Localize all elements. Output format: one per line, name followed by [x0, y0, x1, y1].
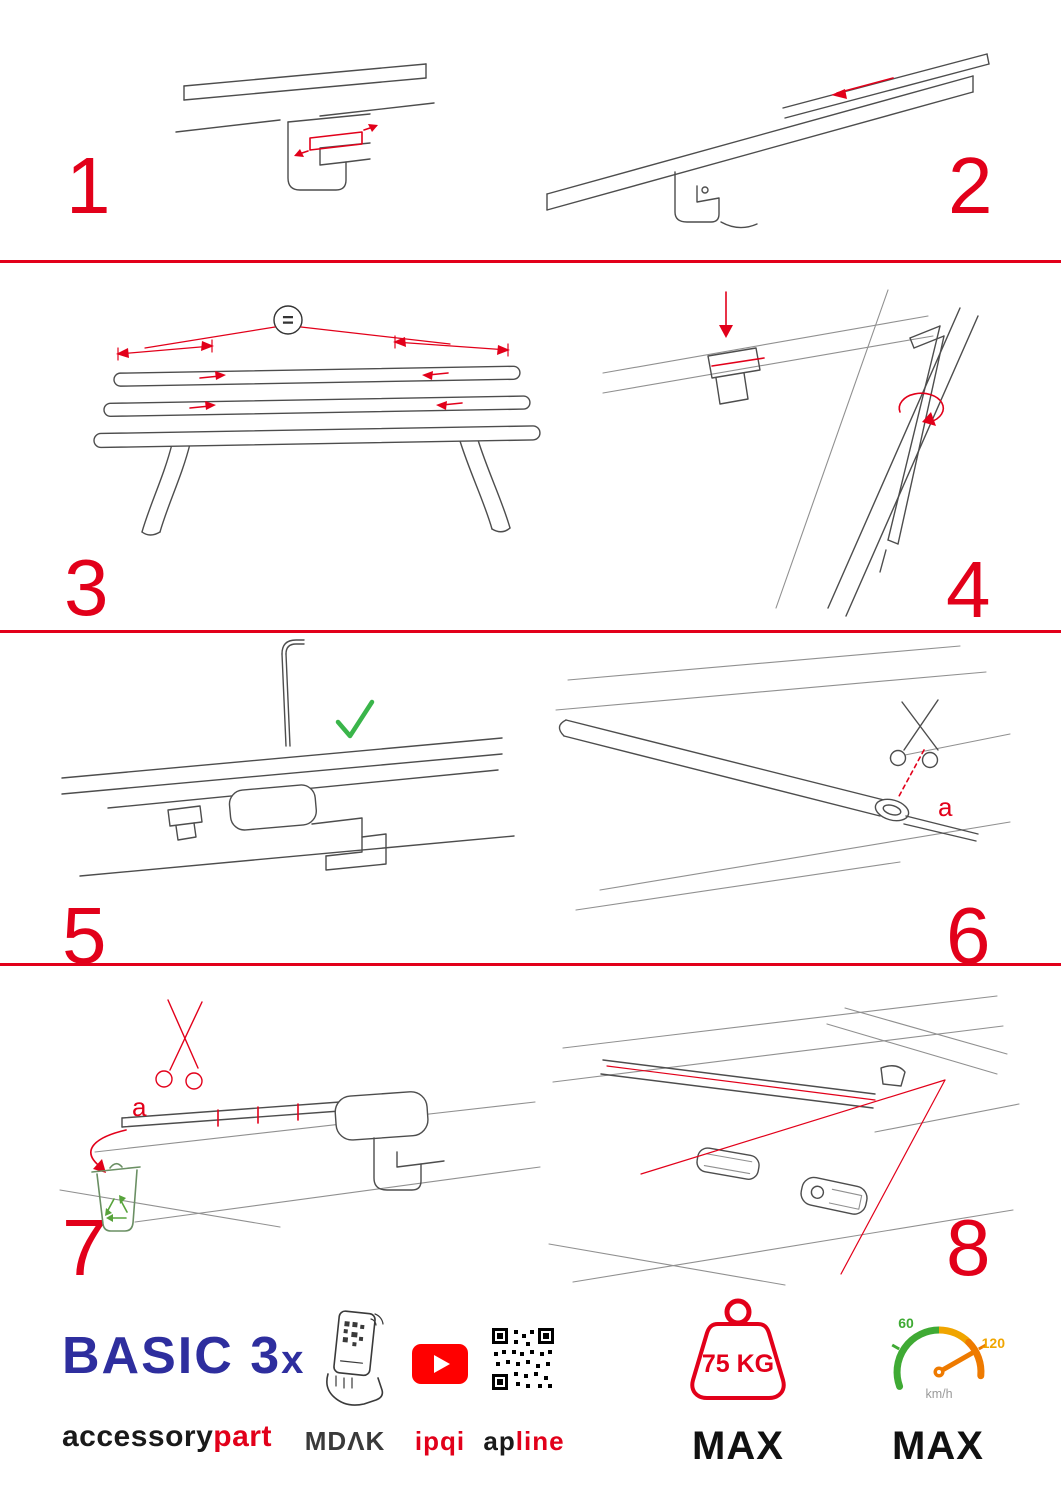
brand-part-red: part	[213, 1420, 272, 1453]
partner-apline-label: apline	[478, 1426, 570, 1457]
bar-slide-drawing	[546, 53, 990, 229]
step-4-number: 4	[946, 545, 991, 634]
qr-code-icon	[490, 1326, 556, 1392]
centering-arrows	[189, 371, 463, 410]
equals-symbol: =	[282, 310, 294, 332]
step-1-illustration	[175, 63, 435, 191]
cut-label-a: a	[132, 1092, 147, 1122]
product-suffix: x	[281, 1338, 306, 1382]
phone-scan-icon	[326, 1310, 384, 1406]
speed-unit: km/h	[925, 1387, 952, 1401]
step-7-illustration: a	[59, 999, 541, 1232]
step-3-illustration: =	[93, 305, 541, 536]
product-name: BASIC 3	[62, 1327, 282, 1385]
step-5-number: 5	[62, 891, 107, 980]
section-divider-3	[0, 963, 1061, 966]
bar-profile-drawing	[558, 719, 979, 842]
check-icon	[335, 699, 375, 739]
roof-lines	[602, 289, 934, 609]
adapter-drawing	[600, 1059, 906, 1215]
product-logo: BASIC 3x	[62, 1330, 305, 1382]
step-6-illustration: a	[555, 645, 1011, 911]
step-5-illustration	[61, 639, 515, 877]
equals-badge	[273, 305, 303, 335]
youtube-icon	[412, 1344, 468, 1384]
recycle-icon	[105, 1195, 128, 1222]
apline-part-red: line	[515, 1426, 565, 1456]
equal-spacing-dimension	[116, 326, 510, 361]
crossbars-drawing	[93, 365, 541, 449]
crossbar-drawing	[175, 63, 435, 191]
speedometer-icon: 60 120 km/h	[891, 1315, 1006, 1401]
partner-mdak-label: MDΛK	[304, 1426, 386, 1456]
step-6-number: 6	[946, 891, 991, 980]
clamp-check-drawing	[61, 639, 515, 877]
cut-guide-line	[897, 749, 925, 799]
step-2-illustration	[546, 53, 990, 229]
weight-value: 75 KG	[702, 1350, 774, 1378]
step-4-illustration	[602, 289, 979, 617]
trash-recycle-icon	[91, 1162, 141, 1232]
scissors-icon	[155, 999, 203, 1090]
speed-max-label: MAX	[892, 1424, 984, 1468]
cut-marks	[90, 1103, 299, 1173]
rack-legs-drawing	[141, 439, 511, 536]
weight-icon: 75 KG	[690, 1298, 786, 1400]
weight-max-label: MAX	[692, 1424, 784, 1468]
step-3-number: 3	[64, 543, 109, 632]
slide-direction-arrow	[831, 77, 894, 99]
strip-and-clamp-drawing	[121, 1091, 445, 1191]
speed-tick-high: 120	[982, 1335, 1006, 1351]
section-divider-1	[0, 260, 1061, 263]
step-8-illustration	[548, 995, 1020, 1286]
alignment-guide-lines	[606, 1065, 946, 1275]
brand-part-black: accessory	[62, 1420, 214, 1453]
section-divider-2	[0, 630, 1061, 633]
step-1-number: 1	[66, 141, 111, 230]
cut-label-a: a	[938, 792, 953, 822]
scissors-icon	[889, 699, 939, 769]
lock-plate-highlight	[294, 124, 378, 157]
roof-lines	[555, 645, 1011, 911]
brand-wordmark: accessorypart	[62, 1420, 272, 1454]
roof-lines	[548, 995, 1020, 1286]
speed-tick-low: 60	[898, 1315, 914, 1331]
partner-ipqi-label: ipqi	[414, 1426, 466, 1456]
roof-lines	[59, 1101, 541, 1228]
insert-and-rotate-arrows	[711, 291, 945, 426]
rail-and-key-drawing	[707, 307, 979, 617]
step-8-number: 8	[946, 1203, 991, 1292]
step-7-number: 7	[62, 1203, 107, 1292]
step-2-number: 2	[948, 141, 993, 230]
apline-part-black: ap	[483, 1426, 516, 1456]
